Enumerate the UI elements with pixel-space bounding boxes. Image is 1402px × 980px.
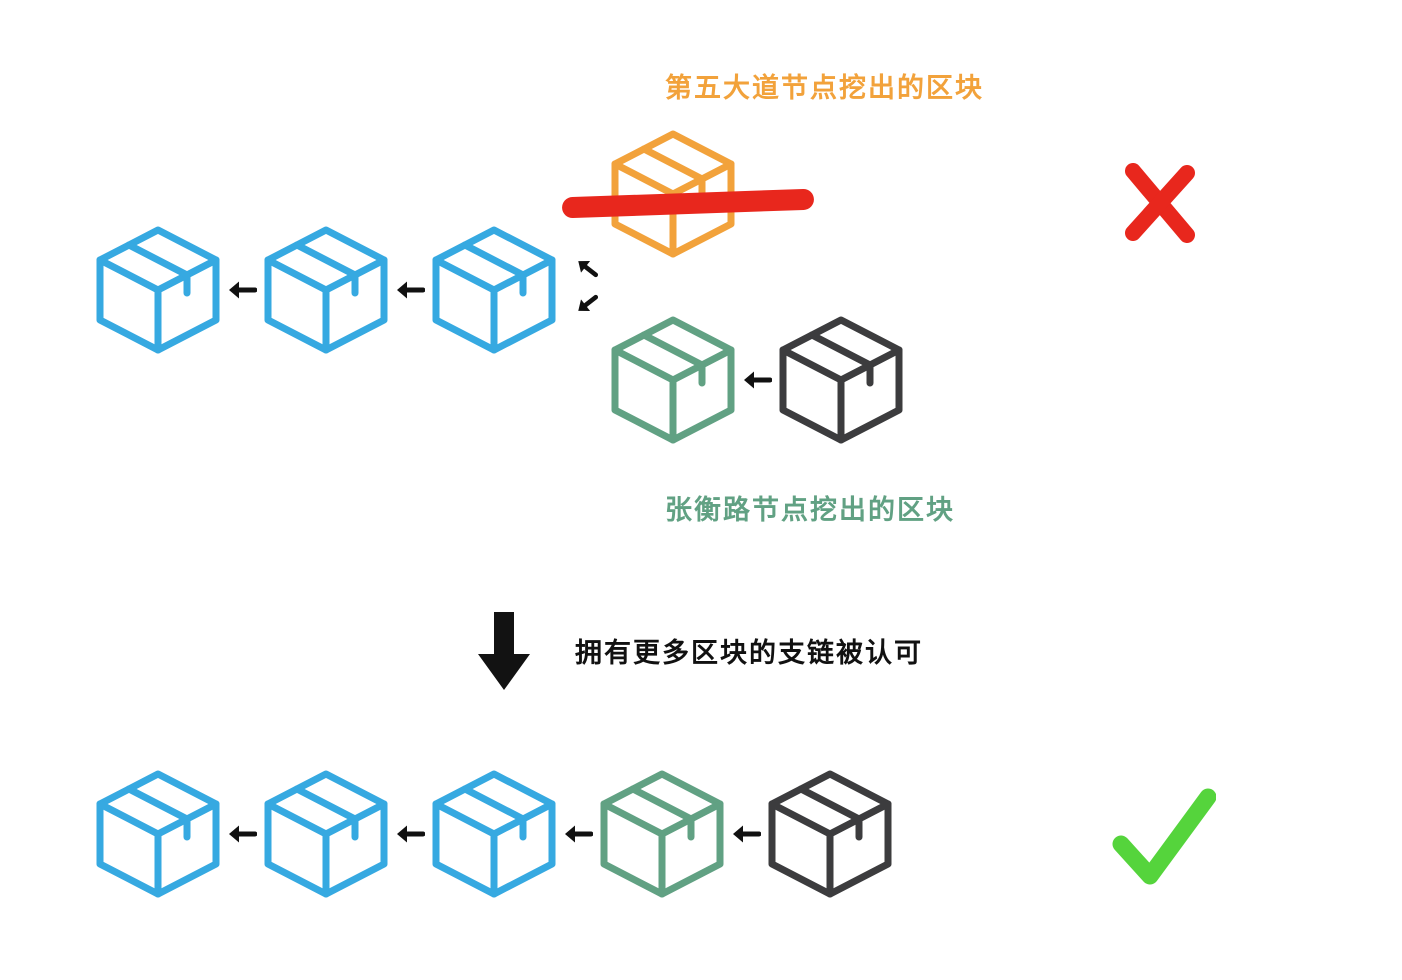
fork-arrow-from-orange-icon xyxy=(578,261,599,278)
left-arrow-icon xyxy=(229,825,257,843)
green-fork-label: 张衡路节点挖出的区块 xyxy=(665,495,955,525)
fork-arrow-from-green-icon xyxy=(578,294,599,311)
red-strike-icon xyxy=(561,188,815,219)
left-arrow-icon xyxy=(397,281,425,299)
caption-text: 拥有更多区块的支链被认可 xyxy=(575,638,923,668)
left-arrow-icon xyxy=(229,281,257,299)
block-box-blue xyxy=(432,226,556,354)
block-box-blue xyxy=(264,770,388,898)
block-box-blue xyxy=(96,770,220,898)
down-arrow-icon xyxy=(478,612,530,690)
block-box-dark xyxy=(779,316,903,444)
left-arrow-icon xyxy=(565,825,593,843)
green-fork-chain xyxy=(603,314,911,446)
bottom-accepted-chain xyxy=(88,768,900,900)
left-arrow-icon xyxy=(733,825,761,843)
block-box-dark xyxy=(768,770,892,898)
block-box-blue xyxy=(432,770,556,898)
block-box-green xyxy=(611,316,735,444)
block-box-blue xyxy=(264,226,388,354)
top-main-chain xyxy=(88,224,564,356)
rejected-x-icon xyxy=(1125,163,1195,243)
left-arrow-icon xyxy=(744,371,772,389)
left-arrow-icon xyxy=(397,825,425,843)
accepted-check-icon xyxy=(1112,788,1216,885)
orange-fork-label: 第五大道节点挖出的区块 xyxy=(665,73,984,103)
block-box-green xyxy=(600,770,724,898)
block-box-blue xyxy=(96,226,220,354)
